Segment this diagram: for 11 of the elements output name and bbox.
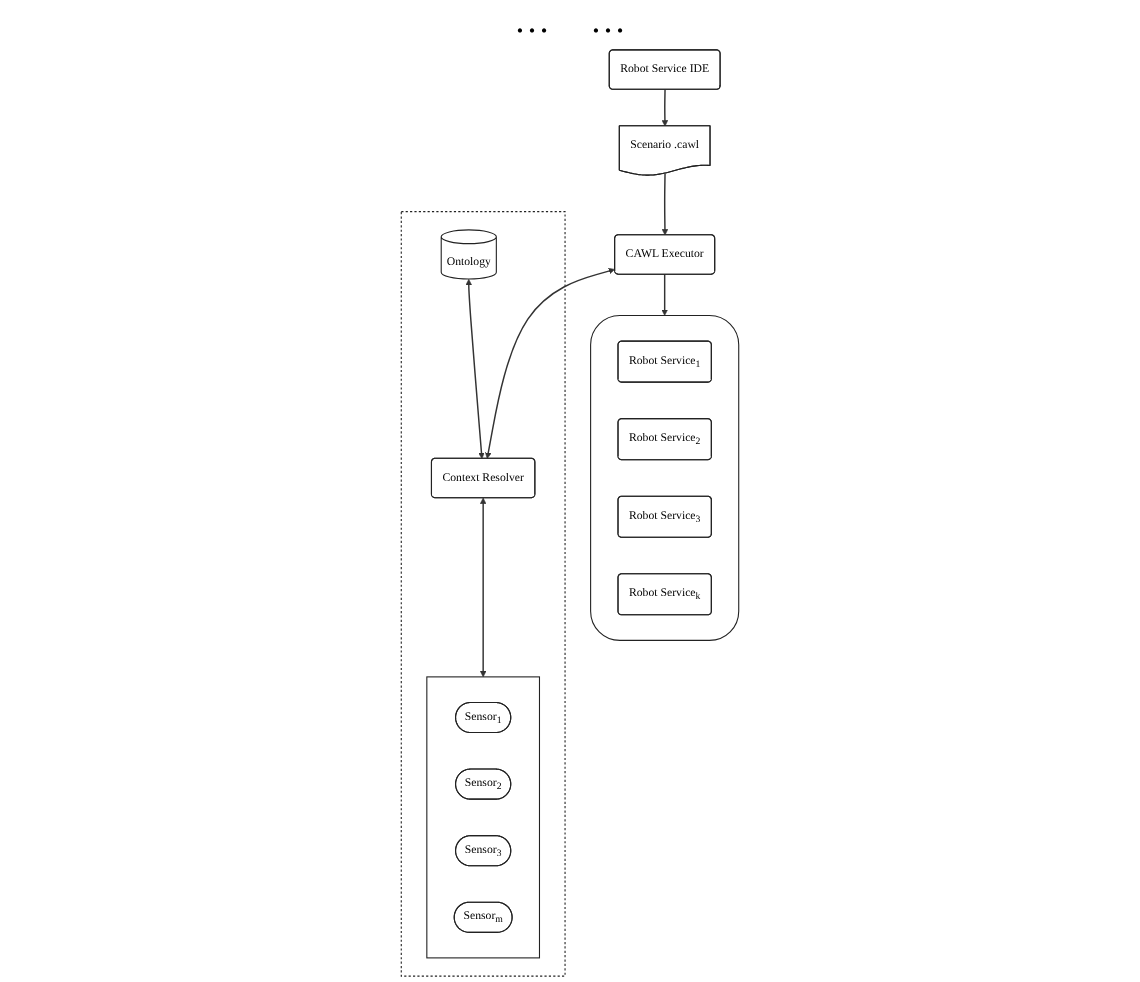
arrow <box>479 497 487 678</box>
arrow <box>661 273 668 316</box>
cluster <box>400 211 566 977</box>
ellipsis-label: … <box>514 0 550 44</box>
cluster <box>426 676 541 959</box>
cluster <box>590 315 740 641</box>
arrow <box>661 88 669 127</box>
arrow <box>661 172 669 236</box>
ellipsis-label: … <box>590 0 626 44</box>
arrow <box>485 267 615 459</box>
arrow <box>465 279 485 459</box>
